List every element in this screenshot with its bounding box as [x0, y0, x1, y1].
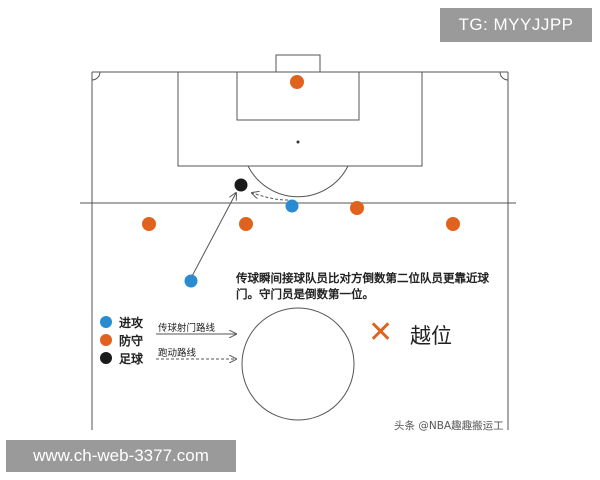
penalty-spot: [296, 140, 300, 144]
pass-shot-route-label: 传球射门路线: [158, 323, 216, 334]
center-circle: [241, 307, 355, 421]
legend-item-ball: 足球: [100, 349, 143, 367]
goal-box: [236, 71, 360, 121]
run-line: [252, 193, 289, 201]
tg-watermark: TG: MYYJJPP: [440, 8, 592, 42]
run-route-label: 跑动路线: [158, 348, 197, 359]
corner-arc-left: [91, 71, 101, 81]
legend-defense-label: 防守: [119, 333, 144, 348]
corner-arc-right: [499, 71, 509, 81]
legend-defense-dot: [100, 334, 112, 346]
legend-ball-label: 足球: [119, 351, 144, 366]
legend-ball-dot: [100, 352, 112, 364]
legend-item-attack: 进攻: [100, 313, 143, 331]
legend-item-defense: 防守: [100, 331, 143, 349]
pitch-boundary: [91, 71, 509, 430]
defender-dot: [142, 217, 156, 231]
legend-attack-label: 进攻: [119, 315, 144, 330]
url-watermark: www.ch-web-3377.com: [6, 440, 236, 472]
offside-label: 越位: [410, 324, 452, 348]
offside-rule-text: 传球瞬间接球队员比对方倒数第二位队员更靠近球门。守门员是倒数第一位。: [236, 271, 489, 301]
credit-watermark: 头条 @NBA趣趣搬运工: [394, 420, 504, 432]
defender-dot: [350, 201, 364, 215]
passer-attacker-dot: [184, 274, 198, 288]
defender-dot: [446, 217, 460, 231]
offside-x-icon: ✕: [368, 315, 394, 350]
penalty-arc: [247, 165, 349, 198]
defender-dot: [239, 217, 253, 231]
ball-dot: [234, 178, 248, 192]
pass-line: [189, 193, 236, 281]
legend-attack-dot: [100, 316, 112, 328]
receiver-attacker-dot: [285, 199, 299, 213]
goal: [275, 54, 321, 73]
goalkeeper-dot: [290, 75, 304, 89]
